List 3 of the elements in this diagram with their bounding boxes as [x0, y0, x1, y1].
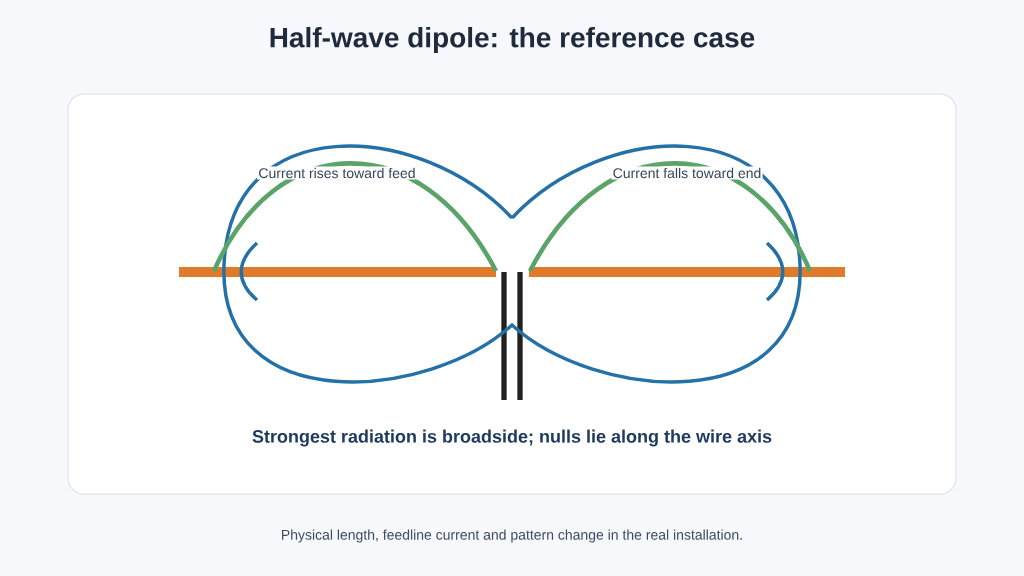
caption: Physical length, feedline current and pattern change in the real installation. [282, 529, 742, 543]
pattern-note: Strongest radiation is broadside; nulls lie along the wire axis [252, 429, 772, 447]
title: Half-wave dipole: the reference case [270, 26, 755, 54]
